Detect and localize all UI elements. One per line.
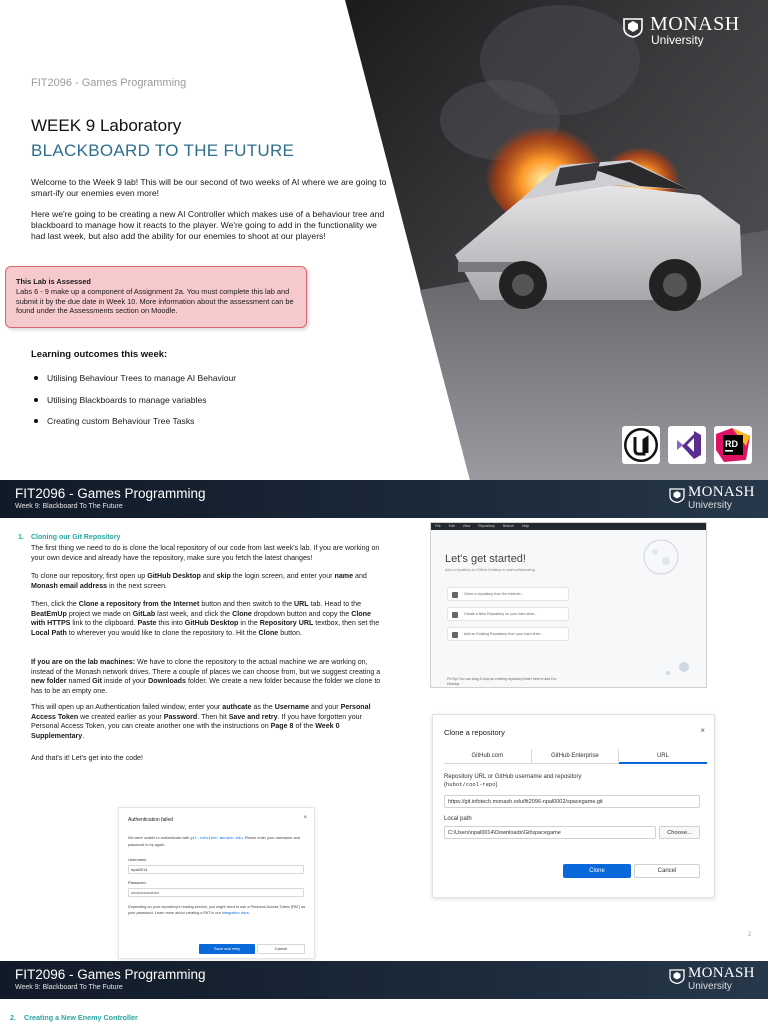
monash-university: University xyxy=(651,33,704,47)
planet-illustration-icon xyxy=(666,662,689,675)
unreal-engine-icon xyxy=(622,426,660,464)
assessed-body: Labs 6 - 9 make up a component of Assign… xyxy=(16,287,294,316)
instruction-paragraph: And that's it! Let's get into the code! xyxy=(31,754,143,762)
integration-docs-link[interactable]: integration docs xyxy=(221,910,249,915)
menu-bar: File Edit View Repository Branch Help xyxy=(431,523,706,530)
repository-url-label: Repository URL or GitHub username and re… xyxy=(444,774,582,788)
tab-url[interactable]: URL xyxy=(619,749,707,764)
save-and-retry-button[interactable]: Save and retry xyxy=(199,944,255,954)
username-label: Username xyxy=(128,857,147,862)
title-page: MONASH University FIT2096 - Games Progra… xyxy=(0,0,768,480)
learning-outcomes-title: Learning outcomes this week: xyxy=(31,349,168,360)
next-page: 2. Creating a New Enemy Controller xyxy=(0,999,768,1024)
menu-item: View xyxy=(462,524,471,528)
clone-repository-dialog: Clone a repository × GitHub.com GitHub E… xyxy=(432,714,715,898)
header-subtitle: Week 9: Blackboard To The Future xyxy=(15,984,123,991)
authentication-failed-dialog: Authentication failed × We were unable t… xyxy=(118,807,315,959)
url-hint: hubot/cool-repo xyxy=(446,781,496,788)
monash-name: MONASH xyxy=(688,965,755,981)
menu-item: Repository xyxy=(478,524,495,528)
clone-icon xyxy=(452,592,458,598)
page-header: FIT2096 - Games Programming Week 9: Blac… xyxy=(0,961,768,999)
monash-crest-icon xyxy=(669,969,685,984)
header-title: FIT2096 - Games Programming xyxy=(15,967,206,982)
close-icon[interactable]: × xyxy=(700,726,705,735)
folder-icon xyxy=(452,632,458,638)
visual-studio-icon xyxy=(668,426,706,464)
welcome-title: Let's get started! xyxy=(445,553,526,565)
intro-paragraph: Welcome to the Week 9 lab! This will be … xyxy=(31,177,387,199)
delorean-hero-image xyxy=(345,0,768,480)
menu-item: Edit xyxy=(448,524,455,528)
close-icon[interactable]: × xyxy=(303,815,307,821)
rider-label: RD xyxy=(725,439,738,449)
page-title: WEEK 9 Laboratory xyxy=(31,116,182,135)
plus-icon xyxy=(452,612,458,618)
header-title: FIT2096 - Games Programming xyxy=(15,486,206,501)
course-name: FIT2096 - Games Programming xyxy=(31,77,187,89)
github-desktop-screenshot: File Edit View Repository Branch Help Le… xyxy=(430,522,707,688)
repository-url-input[interactable]: https://git.infotech.monash.edu/fit2096-… xyxy=(444,795,700,808)
step-title: Creating a New Enemy Controller xyxy=(24,1013,138,1022)
step-title: Cloning our Git Repository xyxy=(31,534,121,541)
instruction-paragraph: This will open up an Authentication fail… xyxy=(31,703,371,740)
learning-outcome: Utilising Behaviour Trees to manage AI B… xyxy=(34,373,236,383)
bullet-icon xyxy=(34,397,38,402)
password-input[interactable]: •••••••••••••••••••• xyxy=(128,888,304,897)
local-path-input[interactable]: C:\Users\npal0014\Downloads\Git\spacegam… xyxy=(444,826,656,839)
cancel-button[interactable]: Cancel xyxy=(257,944,305,954)
auth-message: We were unable to authenticate with git.… xyxy=(128,836,300,847)
create-repository-button: Create a New Repository on your hard dri… xyxy=(447,607,569,621)
step-number: 1. xyxy=(18,534,24,541)
menu-item: Help xyxy=(521,524,530,528)
bullet-icon xyxy=(34,418,38,423)
intro-paragraph: Here we're going to be creating a new AI… xyxy=(31,209,385,242)
assessed-title: This Lab is Assessed xyxy=(16,277,91,286)
tab-github-enterprise[interactable]: GitHub Enterprise xyxy=(532,749,620,764)
dialog-title: Clone a repository xyxy=(444,728,505,737)
page-number: 2 xyxy=(748,932,752,938)
auth-note: Depending on your repository's hosting s… xyxy=(128,905,306,915)
dialog-title: Authentication failed xyxy=(128,817,174,823)
monash-name: MONASH xyxy=(650,13,740,35)
clone-tabs: GitHub.com GitHub Enterprise URL xyxy=(444,749,707,764)
learning-outcome: Creating custom Behaviour Tree Tasks xyxy=(34,416,194,426)
choose-button[interactable]: Choose... xyxy=(659,826,700,839)
instruction-paragraph: If you are on the lab machines: We have … xyxy=(31,658,381,695)
monash-crest-icon xyxy=(623,18,643,38)
clone-from-internet-button: Clone a repository from the Internet... xyxy=(447,587,569,601)
assessed-notice: This Lab is Assessed Labs 6 - 9 make up … xyxy=(5,266,307,328)
protip-text: ProTip! You can drag & drop an existing … xyxy=(447,677,557,686)
instruction-paragraph: The first thing we need to do is clone t… xyxy=(31,544,380,562)
username-input[interactable]: npal0014 xyxy=(128,865,304,874)
add-existing-repository-button: Add an Existing Repository from your har… xyxy=(447,627,569,641)
cancel-button[interactable]: Cancel xyxy=(634,864,700,878)
clone-button[interactable]: Clone xyxy=(563,864,631,878)
monash-university: University xyxy=(688,981,732,992)
menu-item: File xyxy=(435,524,441,528)
learning-outcome: Utilising Blackboards to manage variable… xyxy=(34,395,207,405)
step-number: 2. xyxy=(10,1013,16,1022)
bullet-icon xyxy=(34,375,38,380)
menu-item: Branch xyxy=(502,524,514,528)
moon-illustration-icon xyxy=(643,539,679,575)
rider-icon: RD xyxy=(714,426,752,464)
monash-name: MONASH xyxy=(688,484,755,500)
instructions-page: 1. Cloning our Git Repository The first … xyxy=(0,518,768,961)
tab-github-com[interactable]: GitHub.com xyxy=(444,749,532,764)
local-path-label: Local path xyxy=(444,816,472,822)
password-label: Password xyxy=(128,880,146,885)
monash-university: University xyxy=(688,500,732,511)
welcome-subtitle: Add a repository to GitHub Desktop to st… xyxy=(445,568,535,572)
page-subtitle: BLACKBOARD TO THE FUTURE xyxy=(31,141,295,160)
monash-crest-icon xyxy=(669,488,685,503)
page-header: FIT2096 - Games Programming Week 9: Blac… xyxy=(0,480,768,518)
instruction-paragraph: To clone our repository, first open up G… xyxy=(31,572,367,590)
instruction-paragraph: Then, click the Clone a repository from … xyxy=(31,600,380,637)
header-subtitle: Week 9: Blackboard To The Future xyxy=(15,503,123,510)
